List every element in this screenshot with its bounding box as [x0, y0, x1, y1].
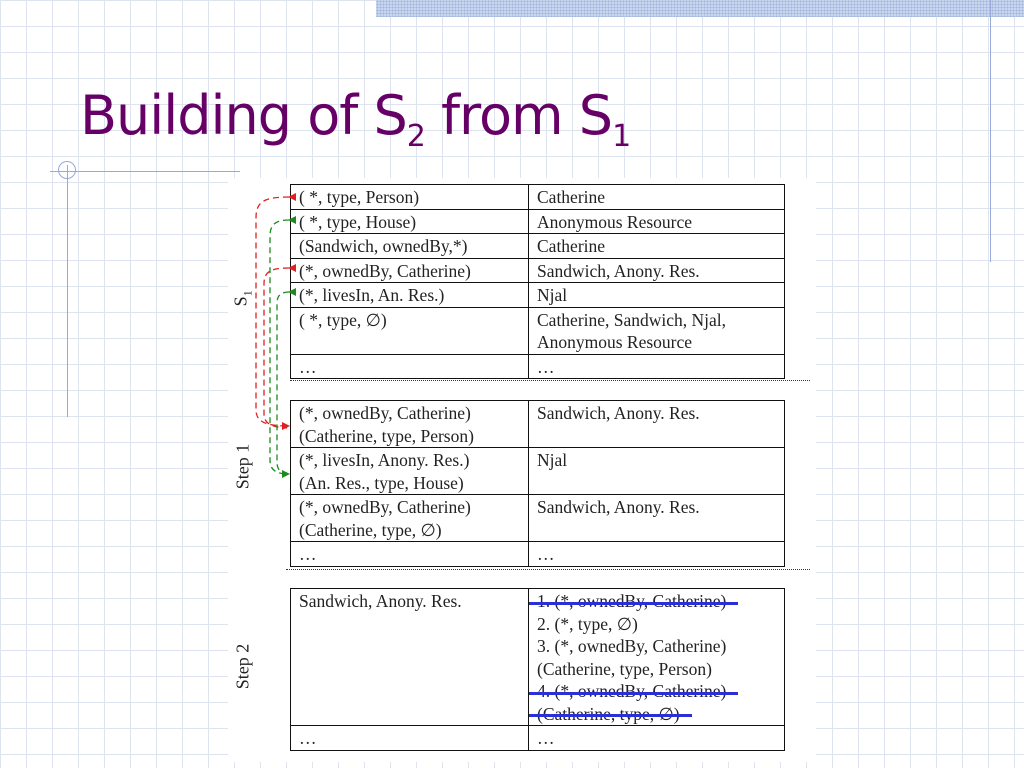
- slide-title: Building of S2 from S1: [80, 84, 631, 154]
- result-cell: Catherine: [528, 233, 785, 259]
- arrow-green-livesin: [276, 287, 297, 474]
- result-cell: …: [528, 725, 785, 751]
- pattern-line: (*, livesIn, Anony. Res.): [299, 450, 470, 470]
- table-row: ( *, type, House)Anonymous Resource: [290, 208, 785, 234]
- table-row: (*, livesIn, Anony. Res.)(An. Res., type…: [290, 447, 785, 495]
- result-cell: …: [528, 353, 785, 379]
- arrow-red-ownedby: [263, 263, 297, 429]
- result-cell: Catherine: [528, 184, 785, 210]
- pattern-cell: …: [290, 353, 529, 379]
- table-row: ( *, type, ∅)Catherine, Sandwich, Njal,A…: [290, 306, 785, 355]
- decorative-line: [990, 0, 991, 262]
- decorative-line: [67, 165, 68, 417]
- table-row: (*, ownedBy, Catherine)(Catherine, type,…: [290, 494, 785, 542]
- result-cell: Sandwich, Anony. Res.: [528, 400, 785, 448]
- arrow-red-person: [255, 192, 297, 430]
- top-pattern-band: [376, 0, 1024, 17]
- table-row: Sandwich, Anony. Res. 1. (*, ownedBy, Ca…: [290, 588, 785, 726]
- list-item: (Catherine, type, Person): [537, 658, 712, 679]
- result-cell: Njal: [528, 447, 785, 495]
- result-line: Catherine, Sandwich, Njal,: [537, 309, 727, 330]
- table-step2: Sandwich, Anony. Res. 1. (*, ownedBy, Ca…: [290, 588, 785, 751]
- result-cell: Sandwich, Anony. Res.: [528, 494, 785, 542]
- pattern-cell: (*, ownedBy, Catherine): [290, 257, 529, 283]
- pattern-line: (Catherine, type, Person): [299, 425, 474, 446]
- list-item: (Catherine, type, ∅): [529, 703, 778, 726]
- pattern-line: (An. Res., type, House): [299, 472, 464, 493]
- struck-text: 1. (*, ownedBy, Catherine): [528, 591, 739, 611]
- result-cell: Anonymous Resource: [528, 208, 785, 234]
- table-row: (*, ownedBy, Catherine)(Catherine, type,…: [290, 400, 785, 448]
- table-row: (Sandwich, ownedBy,*)Catherine: [290, 233, 785, 259]
- list-item: 4. (*, ownedBy, Catherine): [528, 680, 778, 703]
- pattern-cell: (*, livesIn, Anony. Res.)(An. Res., type…: [290, 447, 529, 495]
- list-item: 1. (*, ownedBy, Catherine): [528, 590, 778, 613]
- result-cell: Njal: [528, 282, 785, 308]
- decorative-line: [50, 171, 240, 172]
- result-cell: …: [528, 541, 785, 567]
- result-line: Anonymous Resource: [537, 332, 693, 352]
- dotted-separator: [286, 569, 810, 570]
- struck-text: 4. (*, ownedBy, Catherine): [528, 681, 739, 701]
- pattern-line: (*, ownedBy, Catherine): [299, 497, 471, 517]
- table-row: (*, ownedBy, Catherine)Sandwich, Anony. …: [290, 257, 785, 283]
- struck-text: (Catherine, type, ∅): [529, 703, 692, 724]
- list-cell: 1. (*, ownedBy, Catherine) 2. (*, type, …: [528, 588, 785, 726]
- arrow-green-house: [269, 215, 297, 478]
- result-cell: Sandwich, Anony. Res.: [528, 257, 785, 283]
- table-row: ……: [290, 725, 785, 751]
- table-s1: ( *, type, Person)Catherine ( *, type, H…: [290, 184, 785, 379]
- pattern-line: (*, ownedBy, Catherine): [299, 403, 471, 423]
- pattern-cell: …: [290, 725, 529, 751]
- dotted-separator: [290, 380, 810, 381]
- list-item: 3. (*, ownedBy, Catherine): [537, 636, 727, 656]
- pattern-line: (Catherine, type, ∅): [299, 519, 442, 540]
- result-cell: Catherine, Sandwich, Njal,Anonymous Reso…: [528, 306, 785, 355]
- pattern-cell: ( *, type, House): [290, 208, 529, 234]
- table-row: (*, livesIn, An. Res.)Njal: [290, 282, 785, 308]
- table-step1: (*, ownedBy, Catherine)(Catherine, type,…: [290, 400, 785, 567]
- decorative-circle: [58, 161, 76, 179]
- pattern-cell: (*, ownedBy, Catherine)(Catherine, type,…: [290, 400, 529, 448]
- list-item: 2. (*, type, ∅): [537, 613, 638, 634]
- pattern-cell: (*, livesIn, An. Res.): [290, 282, 529, 308]
- key-cell: Sandwich, Anony. Res.: [290, 588, 529, 726]
- table-row: ……: [290, 541, 785, 567]
- table-row: ……: [290, 353, 785, 379]
- pattern-cell: …: [290, 541, 529, 567]
- pattern-cell: ( *, type, ∅): [290, 306, 529, 355]
